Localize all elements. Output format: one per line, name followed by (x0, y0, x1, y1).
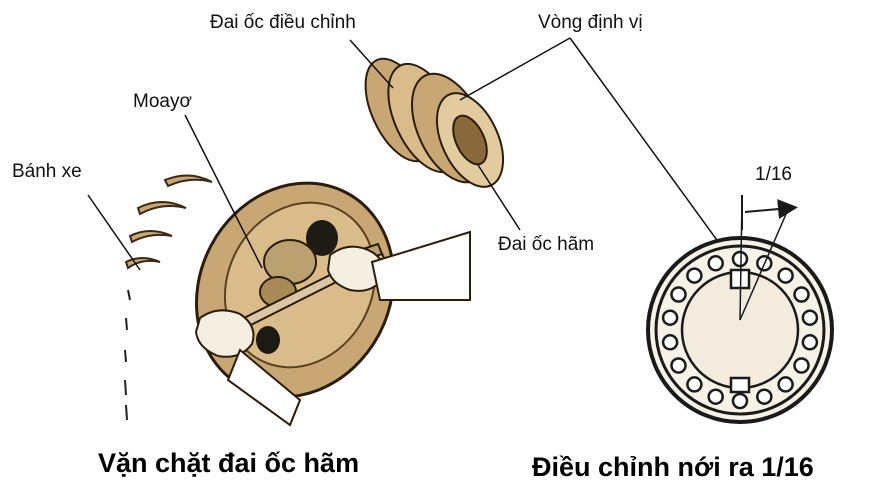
label-adjusting-nut: Đai ốc điều chỉnh (210, 13, 356, 32)
ring-hole (733, 252, 747, 266)
ring-hole (795, 359, 809, 373)
nut-assembly (351, 48, 516, 197)
ring-hole (663, 311, 677, 325)
ring-hole (709, 390, 723, 404)
label-fraction: 1/16 (755, 165, 792, 184)
ring-hole (709, 256, 723, 270)
label-wheel: Bánh xe (12, 162, 82, 181)
ring-hole (663, 335, 677, 349)
wheel-dashes (125, 290, 130, 420)
ring-hole (779, 269, 793, 283)
ring-hole (687, 377, 701, 391)
ring-hole (733, 394, 747, 408)
label-lock-nut: Đai ốc hãm (498, 235, 594, 254)
label-locating-ring: Vòng định vị (538, 13, 643, 32)
wheel-arcs (126, 175, 212, 268)
label-hub: Moayơ (133, 92, 192, 111)
ring-diagram (648, 195, 832, 422)
caption-left: Vặn chặt đai ốc hãm (98, 450, 359, 477)
ring-hole (672, 359, 686, 373)
ring-hole (795, 288, 809, 302)
ring-hole (803, 335, 817, 349)
ring-hole (672, 288, 686, 302)
ring-hole (779, 377, 793, 391)
ring-hole (803, 311, 817, 325)
ring-hole (757, 390, 771, 404)
ring-hole (687, 269, 701, 283)
caption-right: Điều chỉnh nới ra 1/16 (532, 454, 814, 481)
